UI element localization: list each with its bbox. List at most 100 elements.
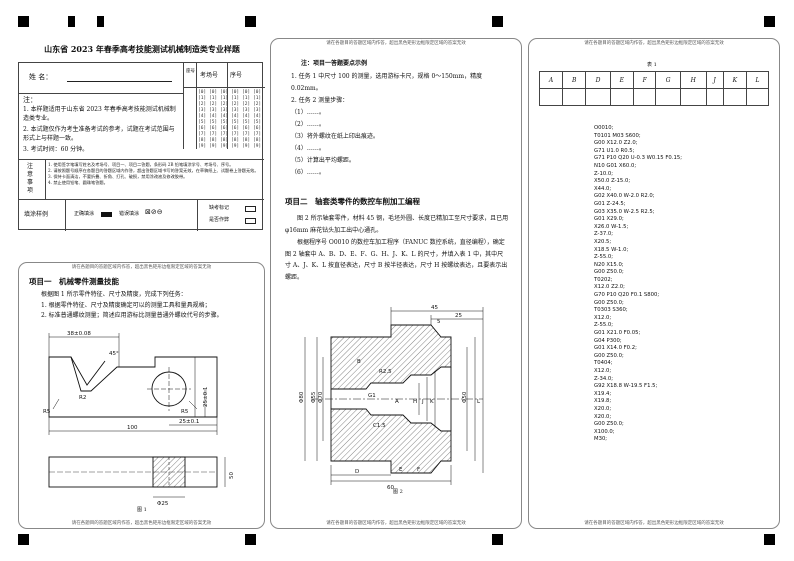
digit-bubble[interactable]: [3]	[253, 108, 262, 113]
dim-label: E	[399, 467, 403, 473]
answer-notice: 请在各题目的答题区域内作答，超出黑色矩形边框限定区域的答案无效	[71, 521, 212, 526]
digit-bubble[interactable]: [7]	[220, 132, 229, 137]
digit-bubble[interactable]: [1]	[253, 96, 262, 101]
digit-bubble[interactable]: [9]	[220, 144, 229, 149]
digit-bubble[interactable]: [2]	[231, 102, 240, 107]
digit-bubble[interactable]: [5]	[198, 120, 207, 125]
digit-bubble[interactable]: [8]	[220, 138, 229, 143]
table-answer-cell[interactable]	[562, 88, 587, 106]
digit-bubble[interactable]: [8]	[209, 138, 218, 143]
table-answer-cell[interactable]	[632, 88, 657, 106]
digit-bubble[interactable]: [3]	[220, 108, 229, 113]
table-answer-cell[interactable]	[679, 88, 707, 106]
table-answer-cell[interactable]	[705, 88, 724, 106]
table-answer-cell[interactable]	[655, 88, 681, 106]
name-field[interactable]	[67, 81, 172, 82]
digit-bubble[interactable]: [5]	[231, 120, 240, 125]
program-line: G70 P10 Q20 F0.1 S800;	[594, 292, 660, 299]
table-header-f: F	[632, 71, 657, 89]
digit-bubble[interactable]: [7]	[231, 132, 240, 137]
table-header-a: A	[538, 71, 564, 89]
program-line: G02 X40.0 W-2.0 R2.0;	[594, 193, 655, 200]
notice-item: 3. 保持卡面清洁，不要折叠、折角、打孔、破损，禁用涂改液及修改胶带。	[48, 174, 188, 179]
digit-bubble[interactable]: [5]	[220, 120, 229, 125]
bubble-column[interactable]: [0][1][2][3][4][5][6][7][8][9]	[209, 90, 217, 150]
digit-bubble[interactable]: [7]	[253, 132, 262, 137]
digit-bubble[interactable]: [5]	[209, 120, 218, 125]
digit-bubble[interactable]: [4]	[231, 114, 240, 119]
table-answer-cell[interactable]	[585, 88, 611, 106]
digit-bubble[interactable]: [1]	[198, 96, 207, 101]
bubble-column[interactable]: [0][1][2][3][4][5][6][7][8][9]	[231, 90, 239, 150]
dim-label: 60	[387, 485, 394, 491]
digit-bubble[interactable]: [6]	[209, 126, 218, 131]
digit-bubble[interactable]: [1]	[242, 96, 251, 101]
digit-bubble[interactable]: [2]	[209, 102, 218, 107]
digit-bubble[interactable]: [2]	[220, 102, 229, 107]
digit-bubble[interactable]: [6]	[231, 126, 240, 131]
digit-bubble[interactable]: [6]	[253, 126, 262, 131]
digit-bubble[interactable]: [6]	[242, 126, 251, 131]
dim-label: 38±0.08	[67, 331, 91, 337]
digit-bubble[interactable]: [5]	[253, 120, 262, 125]
absent-checkbox[interactable]	[245, 206, 256, 212]
table-answer-cell[interactable]	[609, 88, 634, 106]
digit-bubble[interactable]: [1]	[231, 96, 240, 101]
digit-bubble[interactable]: [9]	[253, 144, 262, 149]
note-item: 3. 考试时间：60 分钟。	[23, 146, 89, 153]
digit-bubble[interactable]: [4]	[220, 114, 229, 119]
digit-bubble[interactable]: [9]	[198, 144, 207, 149]
program-line: X18.5 W-1.0;	[594, 246, 629, 253]
dim-label: Φ55	[311, 391, 317, 403]
digit-bubble[interactable]: [2]	[198, 102, 207, 107]
digit-bubble[interactable]: [2]	[253, 102, 262, 107]
example-line: 1. 任务 1 中尺寸 100 的测量，选用游标卡尺，规格 0～150mm，精度…	[291, 73, 483, 92]
digit-bubble[interactable]: [0]	[253, 90, 262, 95]
digit-bubble[interactable]: [1]	[209, 96, 218, 101]
bubble-column[interactable]: [0][1][2][3][4][5][6][7][8][9]	[242, 90, 250, 150]
digit-bubble[interactable]: [6]	[198, 126, 207, 131]
digit-bubble[interactable]: [9]	[209, 144, 218, 149]
bubble-column[interactable]: [0][1][2][3][4][5][6][7][8][9]	[198, 90, 206, 150]
digit-bubble[interactable]: [2]	[242, 102, 251, 107]
digit-bubble[interactable]: [8]	[242, 138, 251, 143]
digit-bubble[interactable]: [3]	[242, 108, 251, 113]
digit-bubble[interactable]: [3]	[209, 108, 218, 113]
bubble-column[interactable]: [0][1][2][3][4][5][6][7][8][9]	[253, 90, 261, 150]
cheat-label: 是否作弊	[209, 217, 230, 223]
dim-label: 5	[437, 319, 441, 325]
digit-bubble[interactable]: [3]	[231, 108, 240, 113]
digit-bubble[interactable]: [0]	[209, 90, 218, 95]
digit-bubble[interactable]: [1]	[220, 96, 229, 101]
example-heading: 注：项目一答题要点示例	[301, 60, 368, 67]
example-line: （1）……。	[291, 109, 325, 116]
digit-bubble[interactable]: [4]	[242, 114, 251, 119]
table-answer-cell[interactable]	[722, 88, 748, 106]
digit-bubble[interactable]: [4]	[198, 114, 207, 119]
digit-bubble[interactable]: [3]	[198, 108, 207, 113]
bubble-column[interactable]: [0][1][2][3][4][5][6][7][8][9]	[220, 90, 228, 150]
digit-bubble[interactable]: [7]	[198, 132, 207, 137]
dim-label: Φ50	[462, 391, 468, 403]
digit-bubble[interactable]: [0]	[198, 90, 207, 95]
cheat-checkbox[interactable]	[245, 218, 256, 224]
table-header-l: L	[746, 71, 769, 89]
digit-bubble[interactable]: [8]	[231, 138, 240, 143]
digit-bubble[interactable]: [5]	[242, 120, 251, 125]
digit-bubble[interactable]: [4]	[209, 114, 218, 119]
digit-bubble[interactable]: [9]	[242, 144, 251, 149]
digit-bubble[interactable]: [0]	[220, 90, 229, 95]
dim-label: 45°	[109, 351, 119, 357]
digit-bubble[interactable]: [7]	[209, 132, 218, 137]
digit-bubble[interactable]: [4]	[253, 114, 262, 119]
digit-bubble[interactable]: [7]	[242, 132, 251, 137]
digit-bubble[interactable]: [0]	[242, 90, 251, 95]
digit-bubble[interactable]: [6]	[220, 126, 229, 131]
digit-bubble[interactable]: [8]	[253, 138, 262, 143]
program-line: T0101 M03 S600;	[594, 132, 641, 139]
digit-bubble[interactable]: [8]	[198, 138, 207, 143]
digit-bubble[interactable]: [9]	[231, 144, 240, 149]
digit-bubble[interactable]: [0]	[231, 90, 240, 95]
table-answer-cell[interactable]	[746, 88, 769, 106]
table-answer-cell[interactable]	[538, 88, 564, 106]
